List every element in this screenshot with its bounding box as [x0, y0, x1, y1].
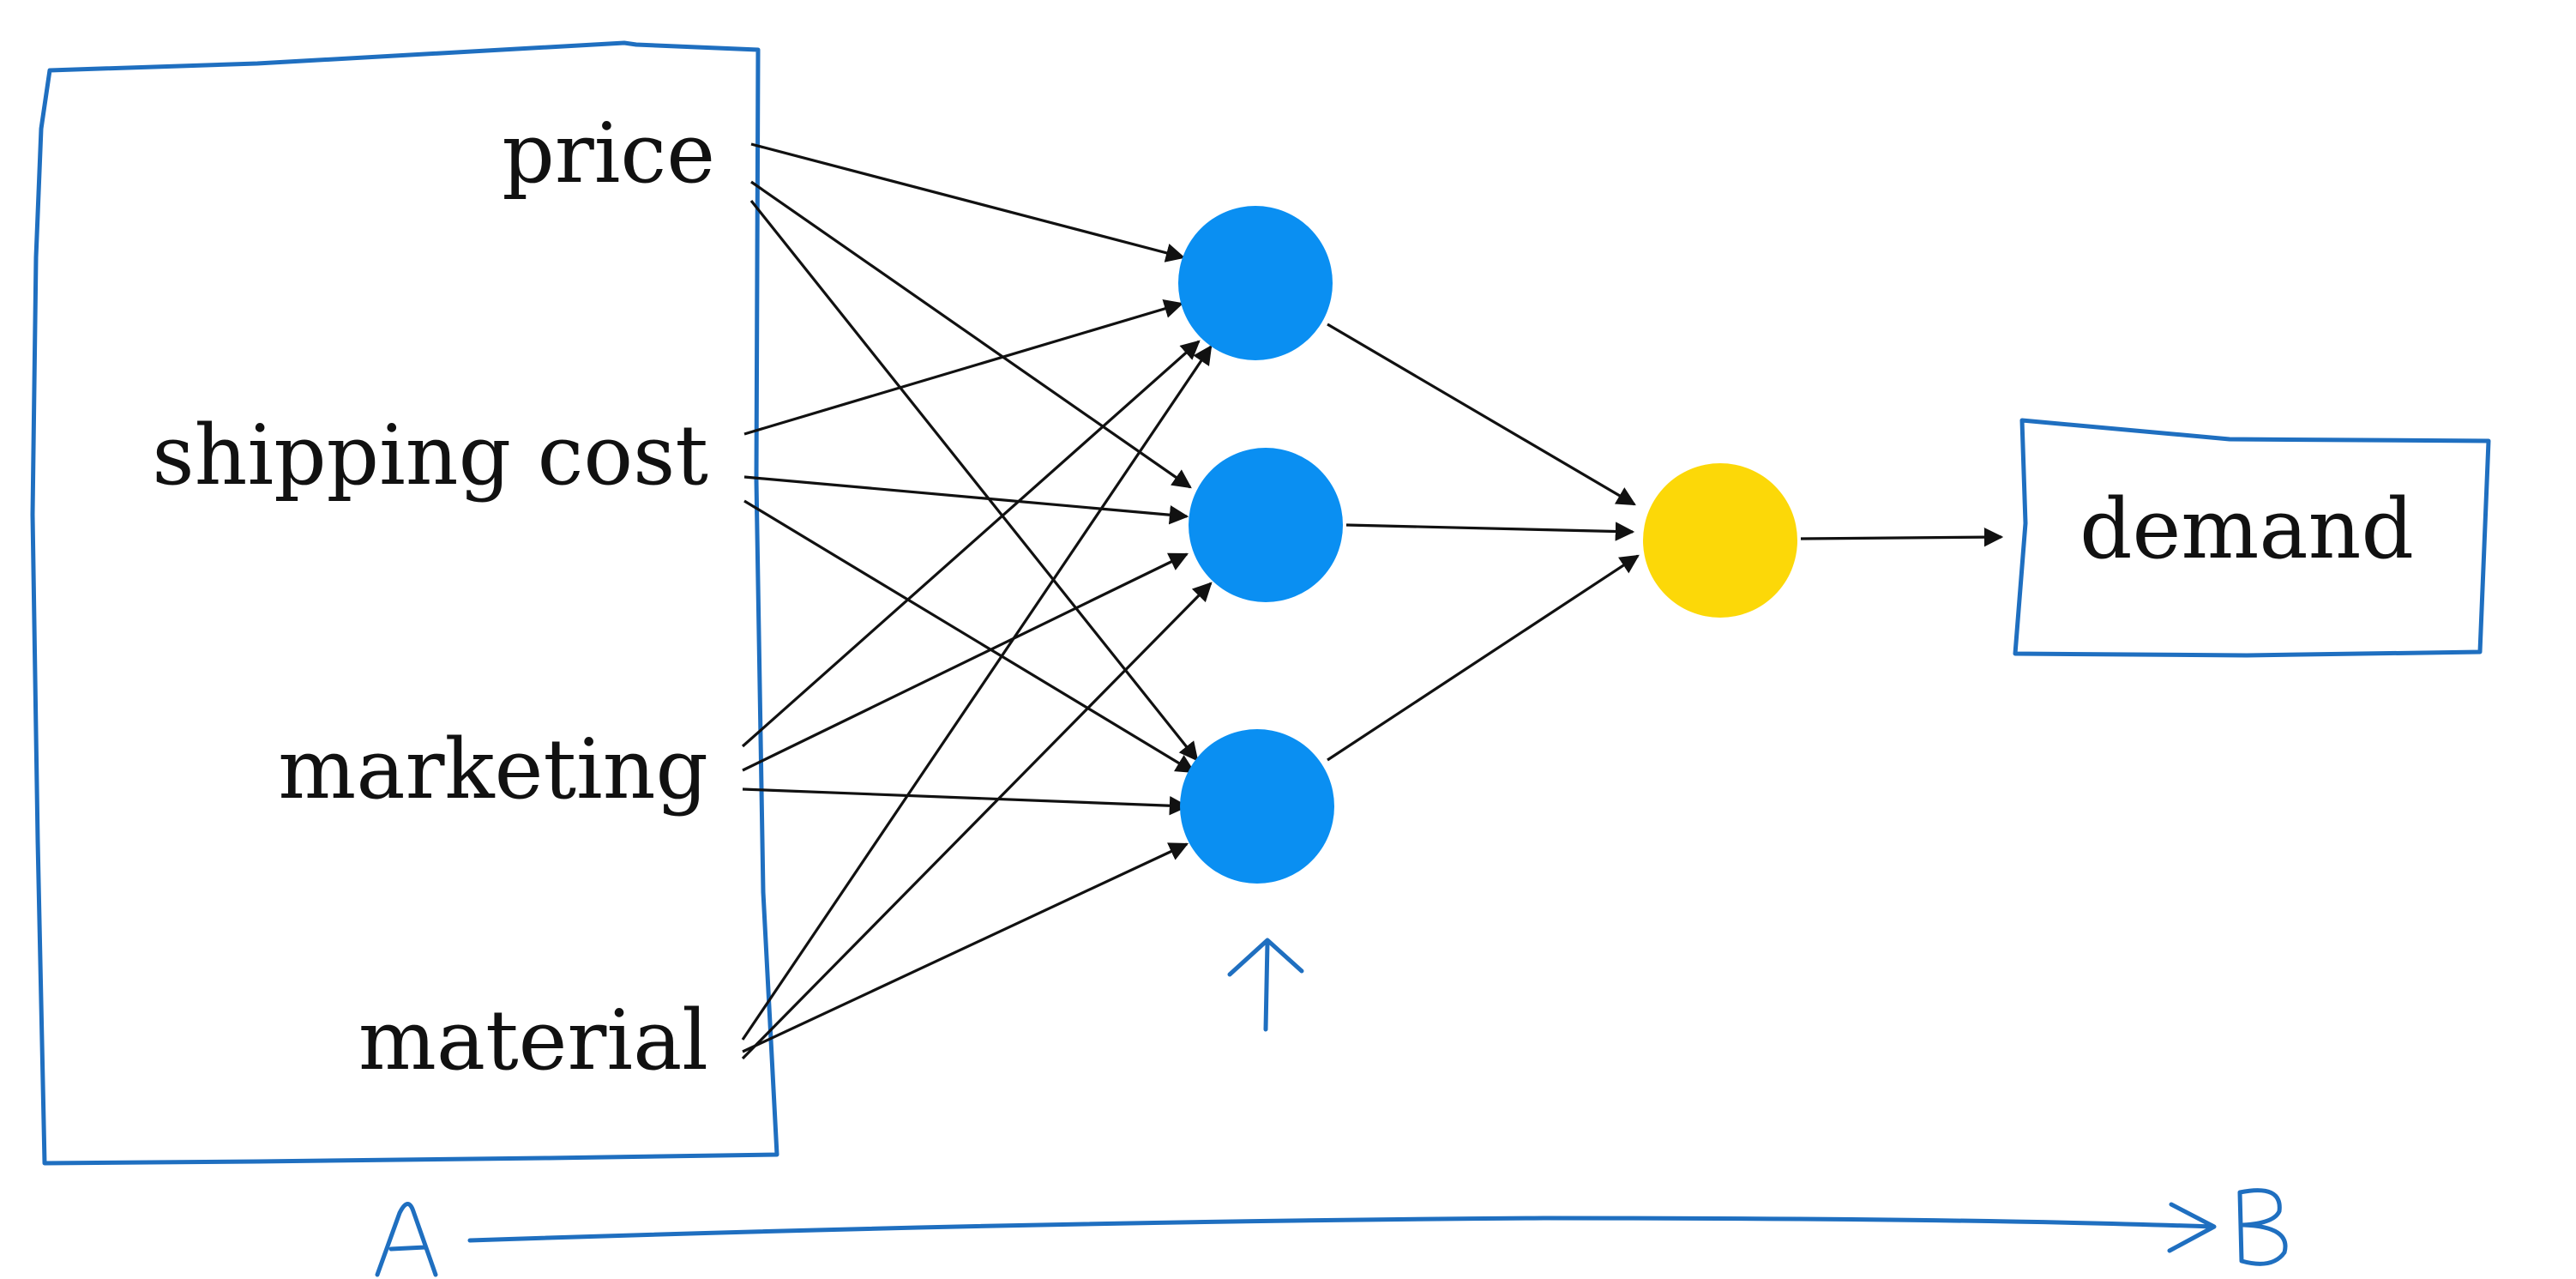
hidden-node-1 [1178, 206, 1333, 360]
connection-marketing-to-hidden-1 [741, 340, 1201, 748]
connection-marketing-to-hidden-3 [742, 787, 1189, 816]
output-label-demand: demand [2079, 481, 2414, 577]
connection-hidden-3-to-output [1327, 554, 1640, 762]
mapping-arrow [467, 1202, 2217, 1253]
connection-hidden-2-to-output [1345, 522, 1635, 541]
hidden-node-3 [1180, 729, 1334, 884]
connection-price-to-hidden-2 [750, 180, 1192, 489]
a-to-b-mapping: A B [375, 1188, 2288, 1277]
connection-output-to-demand [1800, 527, 2004, 547]
connection-shipping-to-hidden-3 [743, 499, 1195, 774]
output-box [2013, 418, 2491, 658]
connection-marketing-to-hidden-2 [742, 552, 1189, 772]
connection-material-to-hidden-3 [742, 842, 1189, 1053]
input-label-shipping-cost: shipping cost [152, 407, 708, 504]
hidden-layer-up-arrow [1227, 938, 1304, 1032]
hidden-node-2 [1189, 448, 1343, 602]
output-node [1643, 463, 1797, 618]
connection-material-to-hidden-1 [741, 345, 1213, 1041]
connection-hidden-1-to-output [1327, 323, 1636, 506]
connection-price-to-hidden-3 [749, 200, 1199, 762]
input-box [30, 40, 779, 1166]
connection-shipping-to-hidden-1 [743, 299, 1184, 436]
connection-price-to-hidden-1 [750, 142, 1186, 262]
input-label-material: material [358, 992, 708, 1089]
input-to-hidden-connections [741, 142, 1213, 1060]
hidden-to-output-connections [1327, 323, 2004, 762]
connection-material-to-hidden-2 [741, 582, 1213, 1060]
label-a: A [402, 1269, 405, 1270]
input-label-marketing: marketing [278, 721, 708, 817]
letter-a [375, 1202, 438, 1277]
input-label-price: price [502, 106, 715, 202]
connection-shipping-to-hidden-2 [743, 475, 1189, 525]
letter-b [2237, 1188, 2288, 1266]
